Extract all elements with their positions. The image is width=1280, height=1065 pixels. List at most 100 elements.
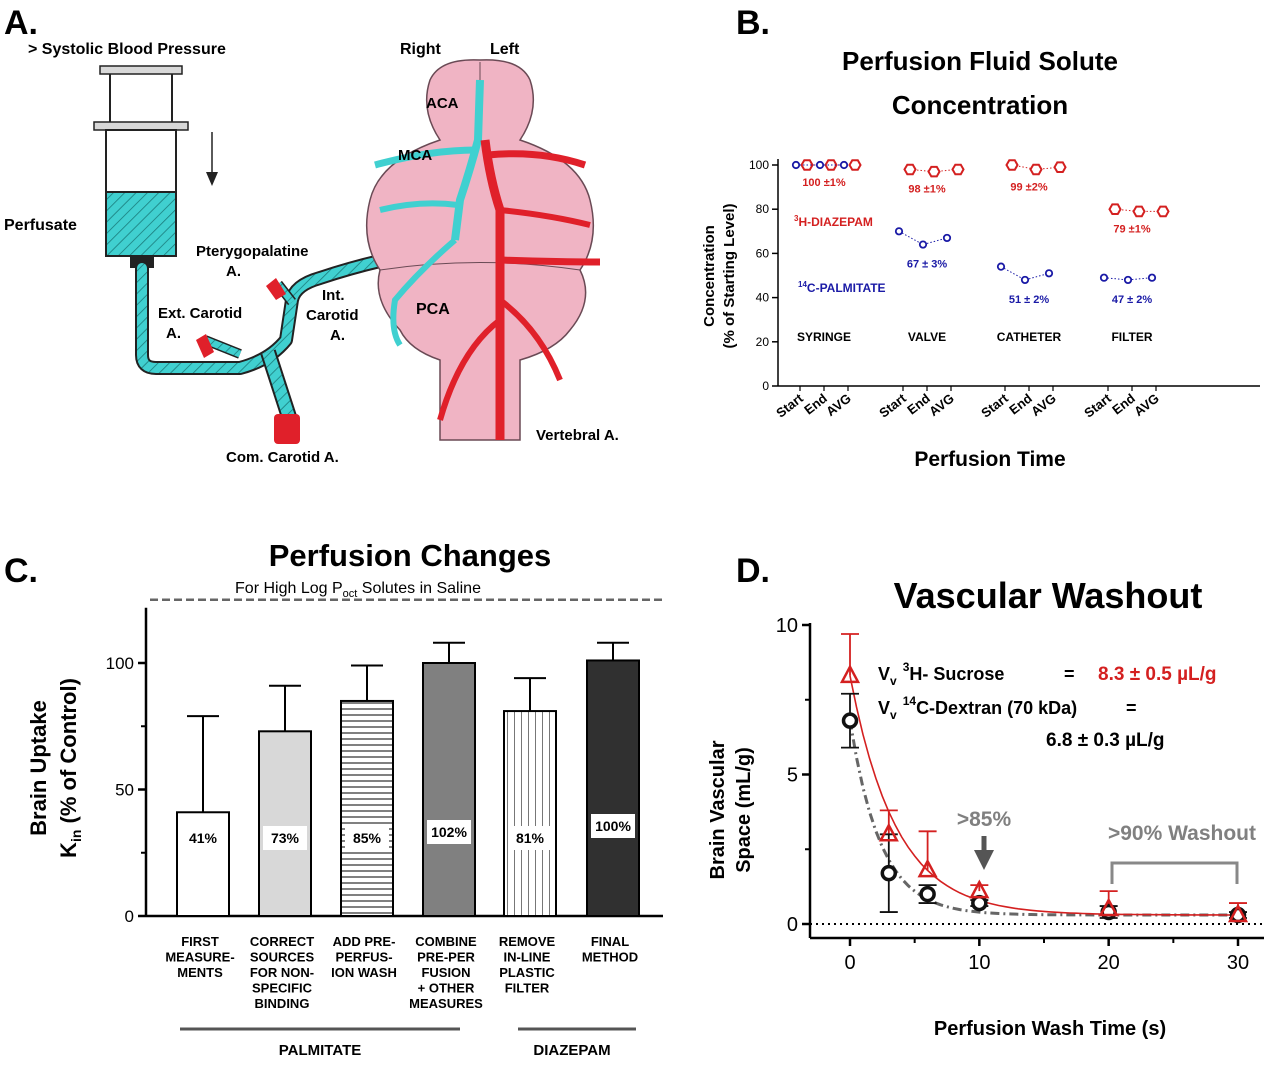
panel-b-diazepam-point: [848, 159, 862, 171]
panel-d-sucrose-point: [1227, 903, 1249, 923]
panel-b-palmitate-point: [1123, 275, 1133, 285]
legend-sucrose-eq: =: [1064, 664, 1075, 684]
panel-c-category-label: FUSION: [421, 965, 470, 980]
panel-c-category-label: + OTHER: [418, 981, 475, 996]
panel-d-dextran-point: [971, 894, 988, 912]
panel-c-bar: [586, 659, 640, 917]
panel-c-category-label: FOR NON-: [250, 965, 314, 980]
legend-sucrose: Vv3H- Sucrose: [878, 660, 1004, 688]
panel-c-bar-label: 73%: [271, 830, 300, 846]
pterygopalatine-clamp: [266, 278, 286, 300]
panel-b-group-label: SYRINGE: [797, 330, 851, 344]
panel-b-y-tick-label: 100: [749, 158, 769, 172]
panel-c-bar-label-bg: [508, 826, 552, 850]
panel-c-y-tick-label: 100: [106, 654, 134, 673]
panel-b-title-line2: Concentration: [892, 90, 1068, 120]
panel-c-bar-chart: C. Perfusion Changes For High Log Poct S…: [0, 520, 680, 1060]
panel-b-diazepam-point: [903, 163, 917, 176]
panel-c-category-label: CORRECT: [250, 934, 314, 949]
panel-b-palmitate-point: [894, 227, 904, 236]
panel-b-diazepam-point: [1156, 205, 1170, 218]
panel-b-group-label: VALVE: [908, 330, 946, 344]
label-int: Int.: [322, 287, 345, 304]
panel-d-ylabel-line2: Space (mL/g): [733, 747, 755, 873]
panel-b-palmitate-point: [791, 160, 801, 170]
panel-b-diazepam-data-label: 99 ±2%: [1010, 181, 1047, 193]
panel-a-svg: A. > Systolic Blood Pressure: [4, 4, 619, 466]
legend-dextran-value: 6.8 ± 0.3 µL/g: [1046, 730, 1165, 751]
panel-c-bar-label: 41%: [189, 830, 218, 846]
panel-c-bar-label-bg: [263, 826, 307, 850]
group-label-diazepam: DIAZEPAM: [533, 1042, 610, 1059]
label-vertebral: Vertebral A.: [536, 427, 619, 444]
panel-c-bar: [503, 710, 557, 917]
panel-b-x-tick-label: End: [1006, 391, 1035, 418]
panel-c-svg: C. Perfusion Changes For High Log Poct S…: [4, 538, 664, 1059]
panel-c-bar-label: 81%: [516, 830, 545, 846]
panel-c-category-label: MENTS: [177, 965, 223, 980]
panel-b-diazepam-data-label: 79 ±1%: [1113, 223, 1150, 235]
panel-d-x-tick-label: 10: [968, 952, 990, 974]
panel-c-ylabel-line2: Kin (% of Control): [56, 678, 84, 858]
panel-c-ylabel: Brain Uptake Kin (% of Control): [26, 678, 84, 858]
pressure-arrow-icon: [206, 132, 218, 186]
panel-c-category-label: PLASTIC: [499, 965, 555, 980]
label-ext-carotid-a: A.: [166, 325, 181, 342]
panel-b-diazepam-point: [1132, 205, 1146, 218]
panel-c-category-label: ION WASH: [331, 965, 397, 980]
panel-c-ylabel-line1: Brain Uptake: [26, 700, 51, 836]
label-pterygopalatine: Pterygopalatine: [196, 243, 309, 260]
panel-c-category-label: SPECIFIC: [252, 981, 313, 996]
panel-b-ylabel-line2: (% of Starting Level): [721, 203, 738, 348]
panel-d-ylabel-line1: Brain Vascular: [707, 740, 729, 879]
panel-c-category-label: PERFUS-: [335, 950, 392, 965]
panel-c-bar-label: 85%: [353, 830, 382, 846]
panel-d-dextran-point: [919, 885, 936, 903]
panel-d-ylabel: Brain Vascular Space (mL/g): [707, 740, 755, 879]
panel-c-category-label: COMBINE: [415, 934, 477, 949]
panel-c-bar: [258, 730, 312, 917]
panel-d-y-tick-label: 0: [787, 914, 798, 936]
label-left: Left: [490, 41, 520, 58]
panel-b-diazepam-data-label: 98 ±1%: [908, 184, 945, 196]
panel-d-xlabel: Perfusion Wash Time (s): [934, 1018, 1166, 1040]
panel-b-letter: B.: [736, 4, 770, 42]
label-right: Right: [400, 41, 442, 58]
legend-palmitate: 14C-PALMITATE: [798, 280, 886, 295]
panel-b-x-tick-label: End: [904, 391, 933, 418]
annotation-85: >85%: [957, 808, 1012, 831]
legend-dextran: Vv14C-Dextran (70 kDa): [878, 694, 1077, 722]
panel-b-palmitate-data-label: 51 ± 2%: [1009, 294, 1050, 306]
panel-c-y-tick-label: 50: [115, 781, 134, 800]
panel-b-diazepam-point: [1108, 203, 1122, 215]
label-ext-carotid: Ext. Carotid: [158, 305, 242, 322]
panel-a-letter: A.: [4, 4, 38, 42]
panel-d-x-tick-label: 20: [1098, 952, 1120, 974]
panel-b-palmitate-point: [839, 160, 849, 170]
panel-c-category-label: REMOVE: [499, 934, 556, 949]
panel-b-palmitate-point: [942, 233, 952, 243]
panel-d-x-tick-label: 0: [844, 952, 855, 974]
panel-b-group-label: CATHETER: [997, 330, 1062, 344]
panel-b-y-tick-label: 60: [756, 246, 770, 260]
panel-b-y-tick-label: 20: [756, 335, 770, 349]
panel-c-bar-label-bg: [181, 826, 225, 850]
panel-c-bar-label-bg: [427, 820, 471, 844]
panel-d-sucrose-point: [878, 822, 899, 842]
panel-c-category-label: METHOD: [582, 950, 638, 965]
panel-c-bar: [340, 699, 394, 917]
panel-c-category-label: BINDING: [255, 996, 310, 1011]
panel-b-x-tick-label: AVG: [926, 391, 957, 420]
panel-b-x-tick-label: End: [1109, 391, 1138, 418]
panel-c-category-label: ADD PRE-: [333, 934, 396, 949]
panel-b-diazepam-line: [909, 168, 959, 173]
label-pca: PCA: [416, 301, 450, 318]
panel-b-diazepam-data-label: 100 ±1%: [802, 177, 846, 189]
panel-c-subtitle: For High Log Poct Solutes in Saline: [235, 580, 481, 600]
panel-c-y-tick-label: 0: [125, 907, 134, 926]
panel-d-svg: D. Vascular Washout Brain Vascular Space…: [707, 552, 1264, 1040]
panel-d-dextran-curve: [848, 720, 1238, 917]
panel-b-palmitate-data-label: 47 ± 2%: [1112, 294, 1153, 306]
legend-dextran-eq: =: [1126, 698, 1137, 718]
syringe: [93, 65, 189, 268]
